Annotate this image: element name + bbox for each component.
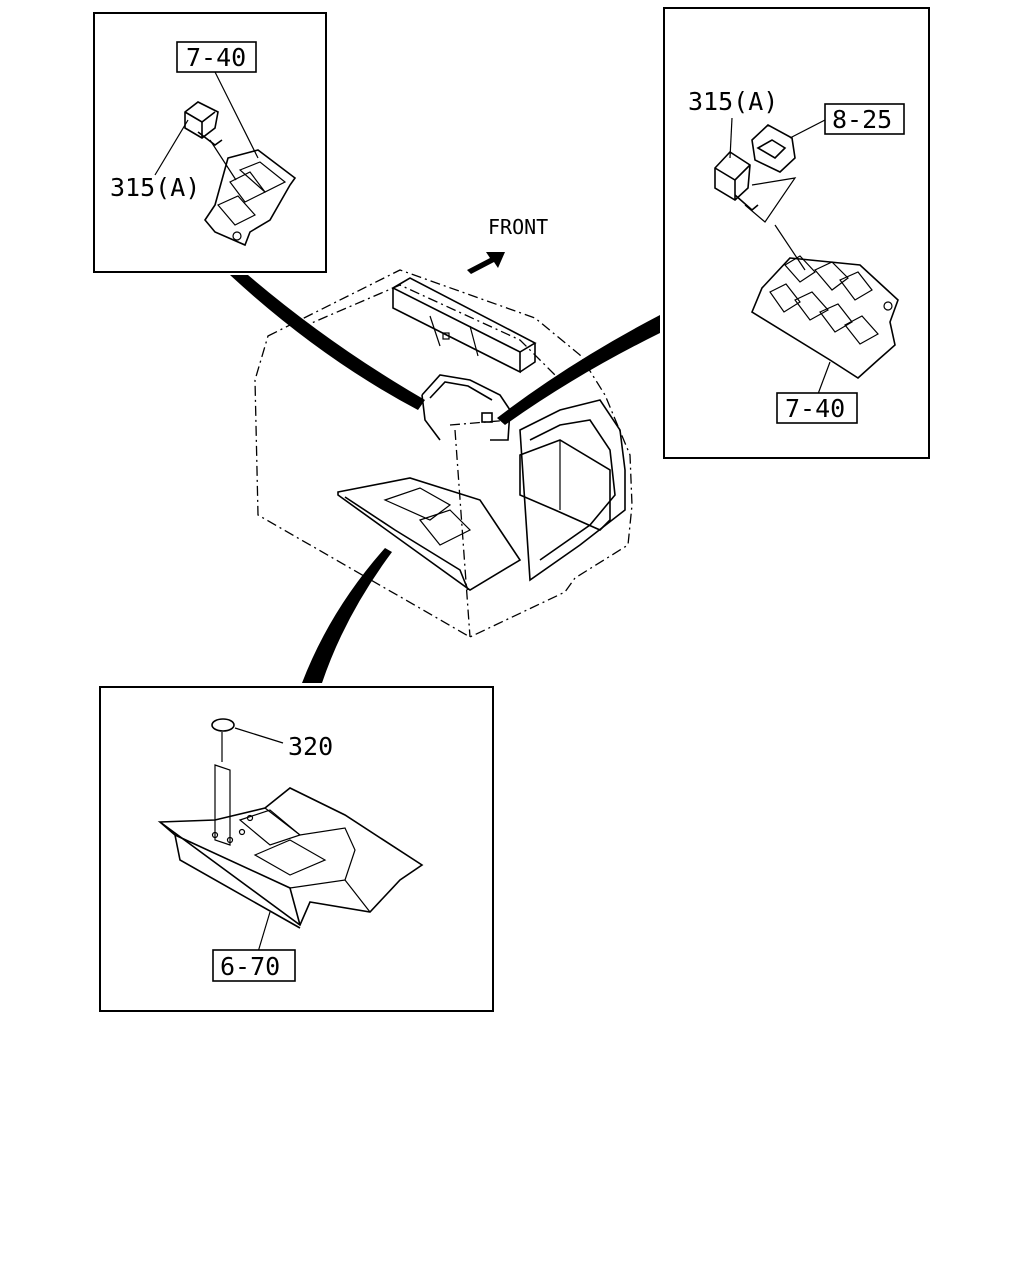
panel-top-left: 7-40 315(A): [93, 12, 327, 273]
panel-bottom: 320 6-70: [99, 686, 494, 1012]
callout-wedge-top-left: [230, 275, 425, 410]
ref-box-upper-label: 8-25: [832, 105, 892, 134]
ref-box-7-40: [776, 392, 858, 424]
panel-top-right: 315(A) 8-25 7-40: [663, 7, 930, 459]
callout-wedge-top-right: [497, 315, 660, 425]
callout-wedge-bottom: [302, 548, 392, 683]
part-320-oval: [211, 718, 235, 732]
ref-box-7-40: [176, 41, 257, 73]
part-label-320: 320: [288, 732, 333, 761]
part-label-315a: 315(A): [688, 87, 778, 116]
part-label-315a: 315(A): [110, 173, 200, 202]
cab-illustration: [254, 269, 633, 638]
front-label: FRONT: [488, 215, 548, 239]
front-arrow-icon: [467, 252, 505, 274]
ref-box-label: 6-70: [220, 952, 280, 981]
ref-box-8-25: [824, 103, 905, 135]
ref-box-lower-label: 7-40: [785, 394, 845, 423]
ref-box-6-70: [212, 949, 296, 982]
ref-box-label: 7-40: [186, 43, 246, 72]
